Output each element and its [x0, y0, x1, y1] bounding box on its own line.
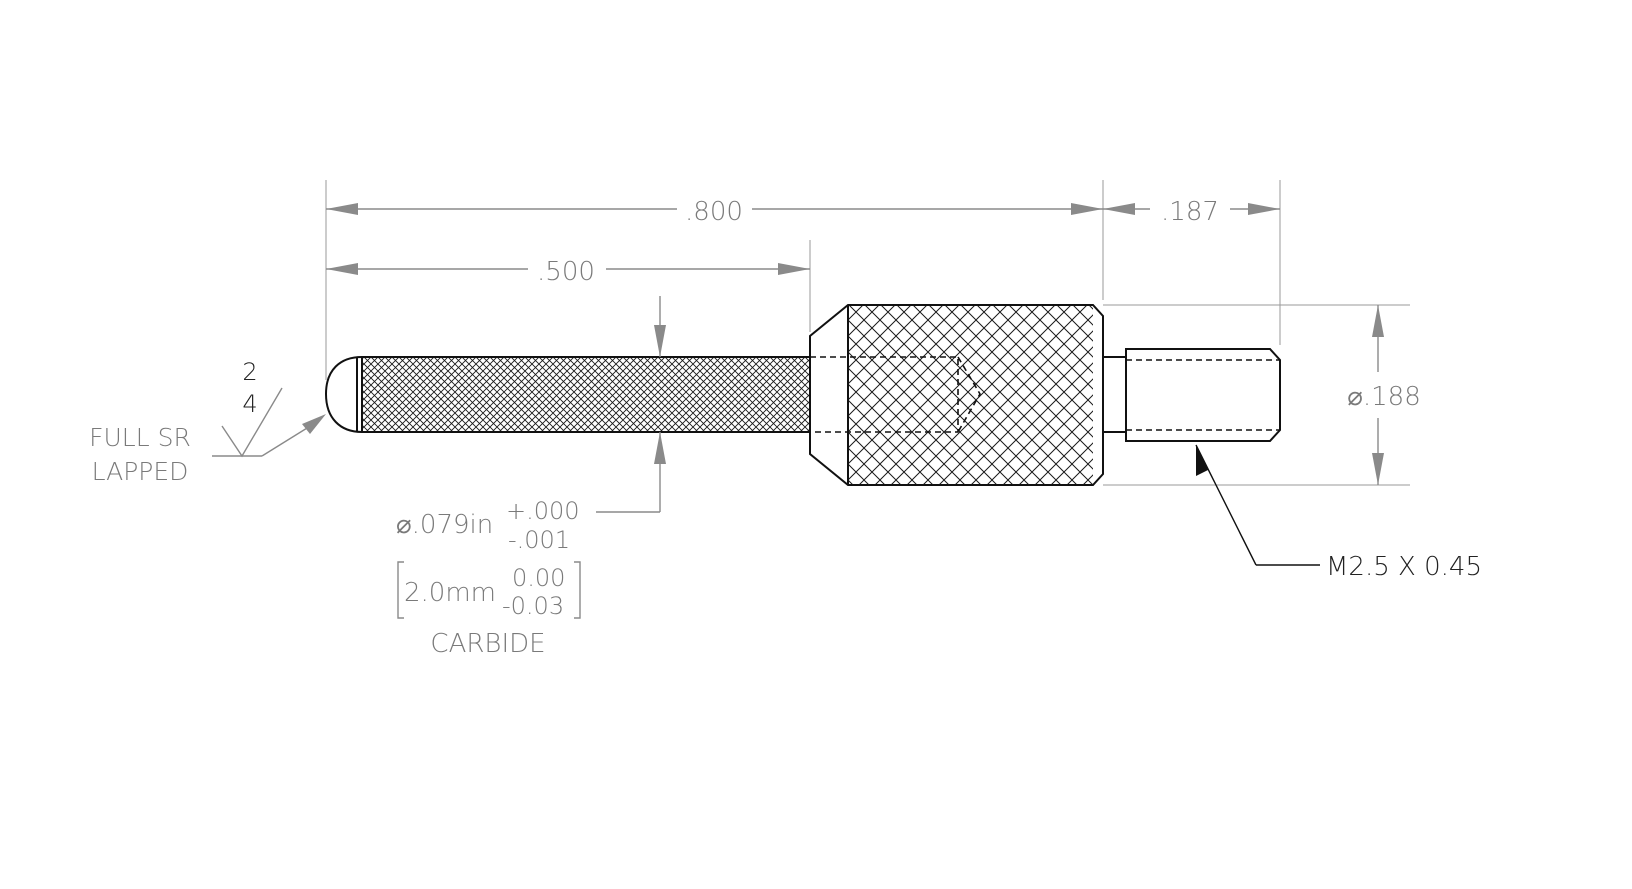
surface-finish-callout: 2 4 FULL SR LAPPED — [89, 358, 326, 486]
extension-lines — [325, 180, 1410, 486]
body-knurl-fill — [848, 305, 1093, 485]
thread-length-value: .187 — [1161, 197, 1219, 227]
dimension-body-diameter: ⌀.188 — [1347, 305, 1421, 485]
finish-value-bottom: 4 — [242, 390, 257, 418]
tip-label-line1: FULL SR — [89, 423, 191, 452]
material-label: CARBIDE — [430, 629, 545, 659]
overall-length-value: .800 — [685, 197, 743, 227]
neck — [1103, 356, 1127, 433]
stem-length-value: .500 — [537, 257, 595, 287]
body-diameter-value: ⌀.188 — [1347, 382, 1421, 412]
thread-shank — [1125, 348, 1281, 442]
finish-value-top: 2 — [242, 358, 257, 386]
metric-tolerance-upper: 0.00 — [512, 564, 565, 592]
stem-diameter-value: ⌀.079in — [396, 510, 493, 540]
part-outline — [324, 304, 1281, 486]
dimension-stem-length: .500 — [326, 257, 810, 287]
dimension-thread-length: .187 — [1103, 197, 1280, 227]
stem-diameter-metric: 2.0mm — [404, 578, 496, 608]
thread-callout: M2.5 X 0.45 — [1195, 444, 1482, 582]
stem-tolerance-lower: -.001 — [508, 526, 570, 554]
ball-tip — [324, 356, 363, 433]
hidden-bore — [810, 356, 981, 433]
dimension-overall-length: .800 — [326, 197, 1103, 227]
stem-tolerance-upper: +.000 — [506, 497, 580, 525]
stem-outline — [361, 356, 810, 433]
dimension-stem-diameter: ⌀.079in +.000 -.001 2.0mm 0.00 -0.03 CAR… — [396, 296, 666, 659]
metric-tolerance-lower: -0.03 — [502, 592, 564, 620]
stem-knurl-fill — [362, 357, 810, 432]
thread-spec-label: M2.5 X 0.45 — [1326, 552, 1482, 582]
tip-label-line2: LAPPED — [92, 457, 189, 486]
body-outline — [809, 304, 1104, 486]
